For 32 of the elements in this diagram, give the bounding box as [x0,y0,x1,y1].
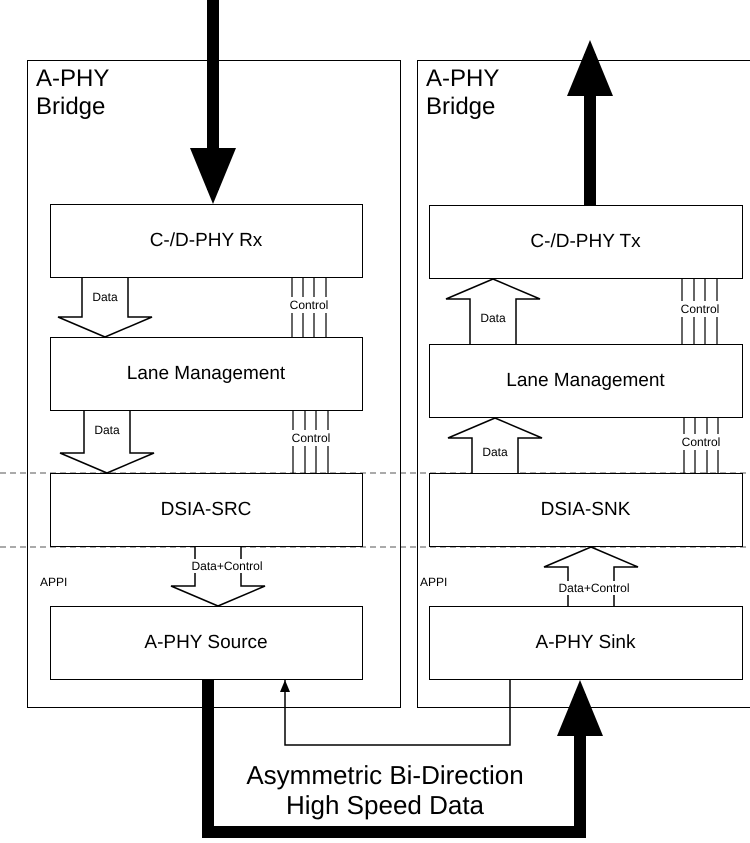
signal-bus-lines [681,278,718,345]
edge-label: Data [93,423,121,437]
process-box: DSIA-SNK [428,472,742,546]
process-box: A-PHY Source [50,606,362,680]
signal-bus-lines [291,277,327,338]
arrow [280,680,511,746]
edge-label: Data [481,445,509,459]
edge-label: Data+Control [190,559,264,573]
edge-label: Control [680,435,722,449]
container-title: A-PHY Bridge [426,65,500,121]
process-box: C-/D-PHY Rx [50,204,362,278]
signal-bus-lines [292,410,329,474]
edge-label: Control [288,298,330,312]
bridge-container [27,60,401,708]
edge-label: Data [91,290,119,304]
process-box: A-PHY Sink [428,606,742,680]
process-box: C-/D-PHY Tx [428,204,742,278]
thick-arrow [567,40,613,205]
process-box: DSIA-SRC [50,472,362,546]
bridge-container [417,60,750,708]
signal-bus-lines [683,417,719,474]
edge-label: Data+Control [557,581,631,595]
interface-label: APPI [40,575,68,589]
thick-arrow [190,0,236,204]
interface-label: APPI [420,575,448,589]
process-box: Lane Management [50,336,362,410]
edge-label: Control [290,431,332,445]
edge-label: Control [680,302,720,316]
thick-arrow [202,680,603,838]
container-title: A-PHY Bridge [36,65,110,121]
process-box: Lane Management [428,344,742,418]
edge-label: Data [479,311,507,325]
